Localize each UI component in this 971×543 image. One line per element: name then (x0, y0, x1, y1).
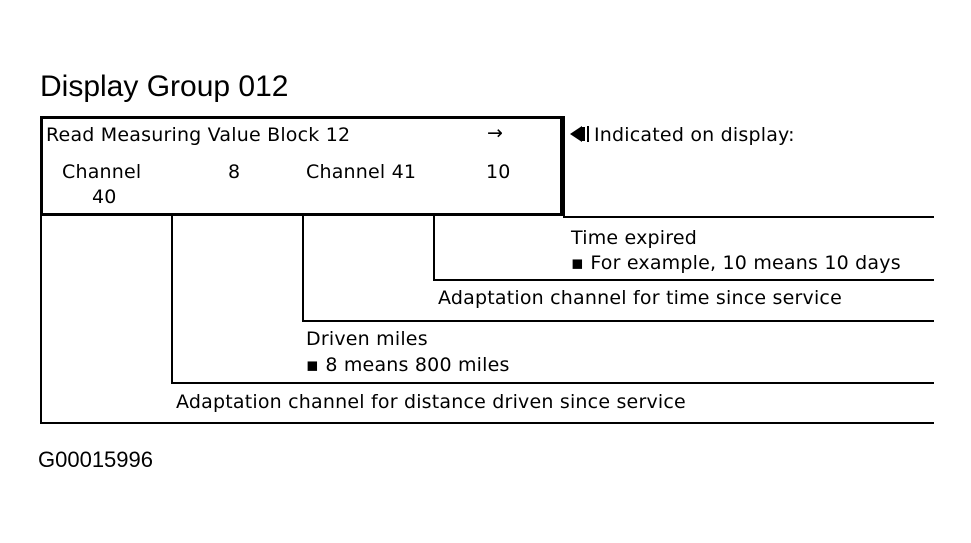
box-right-extension (563, 116, 565, 218)
figure-id: G00015996 (38, 447, 153, 472)
time-expired-bullet: ▪ For example, 10 means 10 days (571, 252, 901, 274)
pointer-left-icon (570, 124, 592, 148)
bracket-channel-41 (302, 216, 304, 322)
display-box (40, 116, 563, 216)
indicated-label: Indicated on display: (594, 124, 795, 146)
channel-40-value: 8 (228, 161, 241, 183)
driven-miles-bullet: ▪ 8 means 800 miles (306, 354, 510, 376)
page-title: Display Group 012 (40, 70, 289, 103)
driven-miles-title: Driven miles (306, 328, 428, 350)
arrow-right-icon: → (487, 122, 504, 144)
bracket-channel-41-value (433, 216, 435, 281)
bracket-channel-41-value-bottom (433, 279, 934, 281)
channel-40-label: Channel (62, 161, 142, 183)
channel-40-number: 40 (92, 186, 117, 208)
channel-41-value: 10 (486, 161, 511, 183)
display-header: Read Measuring Value Block 12 (46, 124, 351, 146)
box-bottom-extension (563, 216, 934, 218)
bracket-channel-40-bottom (171, 382, 934, 384)
channel-41-label: Channel 41 (306, 161, 417, 183)
adapt-time-label: Adaptation channel for time since servic… (438, 287, 842, 309)
bracket-channel-40 (171, 216, 173, 384)
bracket-outer-bottom (40, 422, 934, 424)
bracket-channel-41-bottom (302, 320, 934, 322)
time-expired-title: Time expired (571, 227, 698, 249)
adapt-distance-label: Adaptation channel for distance driven s… (176, 391, 686, 413)
bracket-outer-left (40, 216, 42, 424)
